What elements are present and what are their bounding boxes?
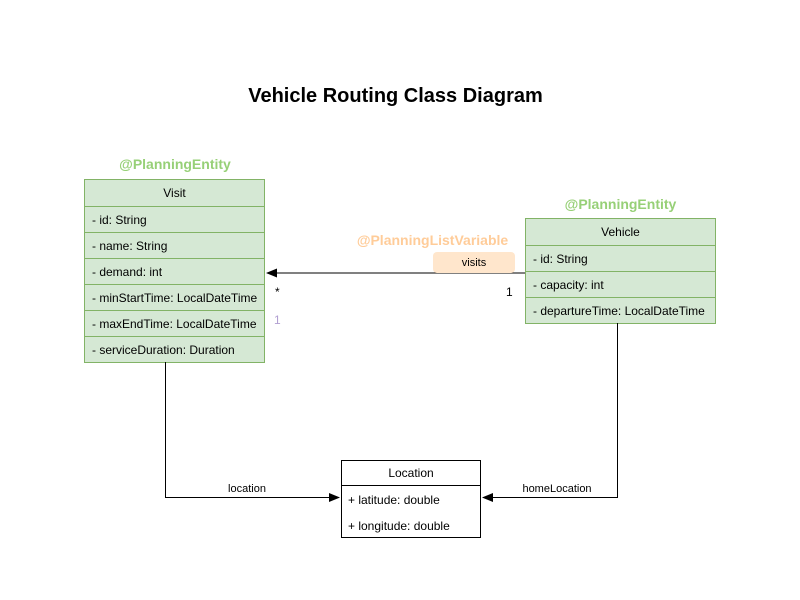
planning-list-variable-annotation: @PlanningListVariable [356, 232, 509, 248]
visit-attribute-serviceduration[interactable]: - serviceDuration: Duration [85, 336, 264, 362]
visit-attribute-id[interactable]: - id: String [85, 206, 264, 232]
visits-source-multiplicity: 1 [506, 285, 513, 299]
location-attribute-latitude[interactable]: + latitude: double [348, 493, 440, 507]
visit-attribute-maxendtime[interactable]: - maxEndTime: LocalDateTime [85, 310, 264, 336]
vehicle-planning-entity-annotation: @PlanningEntity [564, 196, 677, 212]
visits-badge: 1 [274, 313, 281, 327]
vehicle-class[interactable]: Vehicle - id: String - capacity: int - d… [525, 218, 716, 324]
vehicle-attribute-id[interactable]: - id: String [526, 245, 715, 271]
location-edge-line[interactable] [165, 362, 340, 498]
location-arrowhead-icon [329, 493, 340, 502]
visit-attribute-minstarttime[interactable]: - minStartTime: LocalDateTime [85, 284, 264, 310]
location-class[interactable]: Location + latitude: double + longitude:… [341, 460, 481, 538]
location-edge-label[interactable]: location [228, 483, 266, 495]
visit-class[interactable]: Visit - id: String - name: String - dema… [84, 179, 265, 363]
location-attribute-longitude[interactable]: + longitude: double [348, 519, 450, 533]
visit-class-name[interactable]: Visit [163, 186, 186, 200]
vehicle-attribute-departuretime[interactable]: - departureTime: LocalDateTime [526, 297, 715, 323]
diagram-title: Vehicle Routing Class Diagram [248, 85, 543, 107]
home-location-arrowhead-icon [482, 493, 493, 502]
visit-attribute-demand[interactable]: - demand: int [85, 258, 264, 284]
home-location-edge-line[interactable] [483, 323, 618, 498]
visits-edge-label[interactable]: visits [433, 252, 515, 273]
vehicle-class-name[interactable]: Vehicle [601, 225, 640, 239]
location-class-name[interactable]: Location [388, 466, 434, 480]
visit-planning-entity-annotation: @PlanningEntity [119, 156, 231, 172]
visits-target-multiplicity: * [275, 285, 280, 299]
visit-attribute-name[interactable]: - name: String [85, 232, 264, 258]
home-location-edge-label[interactable]: homeLocation [522, 483, 592, 495]
vehicle-attribute-capacity[interactable]: - capacity: int [526, 271, 715, 297]
visits-arrowhead-icon [266, 268, 277, 278]
